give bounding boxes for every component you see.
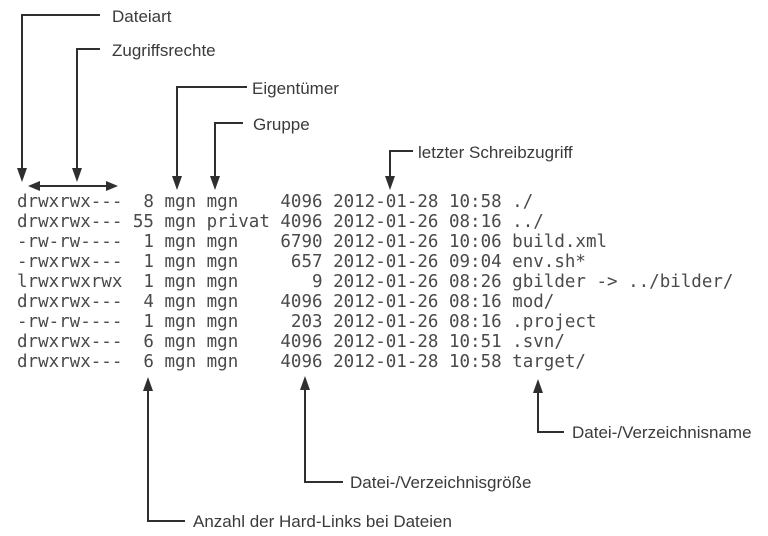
listing-row: -rw-rw---- 1 mgn mgn 203 2012-01-26 08:1… bbox=[17, 312, 597, 332]
zugriffsrechte-connector-vline bbox=[76, 48, 78, 168]
gruppe-connector-vline bbox=[214, 122, 216, 176]
groesse-connector-hline bbox=[304, 481, 343, 483]
listing-row: lrwxrwxrwx 1 mgn mgn 9 2012-01-26 08:26 … bbox=[17, 272, 734, 292]
gruppe-connector-hline bbox=[214, 122, 243, 124]
dateiart-connector-vline bbox=[21, 14, 23, 168]
letzter-schreibzugriff-connector-hline bbox=[389, 150, 413, 152]
hard-links-connector-vline bbox=[147, 390, 149, 522]
groesse-arrow-up-icon bbox=[300, 376, 310, 390]
dateiart-label: Dateiart bbox=[112, 7, 172, 26]
permissions-span-arrow-right-icon bbox=[106, 181, 118, 191]
name-label: Datei-/Verzeichnisname bbox=[572, 423, 752, 442]
zugriffsrechte-label: Zugriffsrechte bbox=[112, 41, 216, 60]
letzter-schreibzugriff-arrow-down-icon bbox=[385, 176, 395, 190]
permissions-span-arrow-left-icon bbox=[28, 181, 40, 191]
groesse-label: Datei-/Verzeichnisgröße bbox=[350, 473, 532, 492]
listing-row: drwxrwx--- 55 mgn privat 4096 2012-01-26… bbox=[17, 212, 544, 232]
listing-row: drwxrwx--- 4 mgn mgn 4096 2012-01-26 08:… bbox=[17, 292, 555, 312]
hard-links-connector-hline bbox=[147, 520, 185, 522]
dateiart-arrow-down-icon bbox=[17, 168, 27, 182]
listing-row: drwxrwx--- 6 mgn mgn 4096 2012-01-28 10:… bbox=[17, 332, 565, 352]
gruppe-arrow-down-icon bbox=[210, 176, 220, 190]
dateiart-connector-hline bbox=[21, 14, 100, 16]
name-connector-hline bbox=[537, 431, 564, 433]
ls-l-listing: drwxrwx--- 8 mgn mgn 4096 2012-01-28 10:… bbox=[17, 192, 733, 372]
listing-row: drwxrwx--- 6 mgn mgn 4096 2012-01-28 10:… bbox=[17, 352, 586, 372]
listing-row: -rw-rw---- 1 mgn mgn 6790 2012-01-26 10:… bbox=[17, 232, 608, 252]
zugriffsrechte-connector-hline bbox=[76, 48, 100, 50]
eigentuemer-arrow-down-icon bbox=[172, 176, 182, 190]
letzter-schreibzugriff-connector-vline bbox=[389, 150, 391, 176]
eigentuemer-label: Eigentümer bbox=[252, 79, 339, 98]
eigentuemer-connector-hline bbox=[176, 86, 247, 88]
hard-links-label: Anzahl der Hard-Links bei Dateien bbox=[193, 512, 452, 531]
name-connector-vline bbox=[537, 392, 539, 433]
gruppe-label: Gruppe bbox=[253, 115, 310, 134]
listing-row: drwxrwx--- 8 mgn mgn 4096 2012-01-28 10:… bbox=[17, 192, 534, 212]
zugriffsrechte-arrow-down-icon bbox=[72, 168, 82, 182]
letzter-schreibzugriff-label: letzter Schreibzugriff bbox=[418, 143, 573, 162]
listing-row: -rwxrwx--- 1 mgn mgn 657 2012-01-26 09:0… bbox=[17, 252, 586, 272]
hard-links-arrow-up-icon bbox=[143, 377, 153, 391]
name-arrow-up-icon bbox=[533, 379, 543, 393]
permissions-span-arrow-shaft bbox=[38, 185, 108, 187]
eigentuemer-connector-vline bbox=[176, 86, 178, 176]
groesse-connector-vline bbox=[304, 389, 306, 483]
